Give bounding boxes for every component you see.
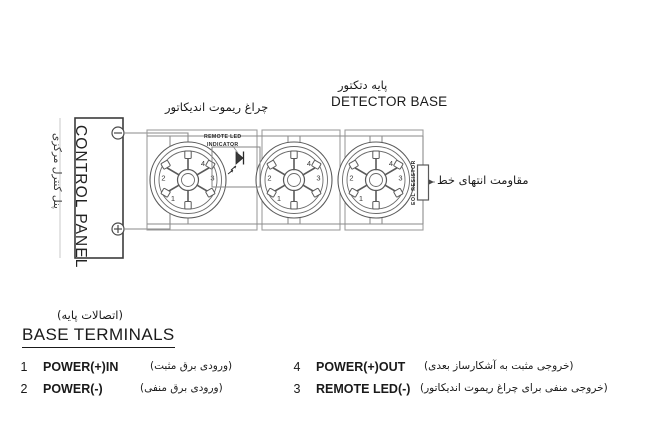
eol-resistor-symbol [416, 136, 435, 224]
legend-title-persian: (اتصالات پایه) [57, 308, 123, 322]
panel-terminal-negative [111, 126, 125, 140]
terminal-number-4: 4 [293, 360, 301, 374]
detector-base-3 [337, 141, 415, 219]
terminal-label-power-in: POWER(+)IN [43, 360, 119, 374]
terminal-label-power-negative: POWER(-) [43, 382, 103, 396]
detector-base-title-persian: پایه دتکتور [338, 78, 388, 92]
led-diode-symbol [227, 151, 245, 175]
remote-led-indicator-circuit [211, 144, 261, 188]
terminal-desc-power-negative-persian: (ورودی برق منفی) [140, 382, 223, 394]
terminal-label-power-out: POWER(+)OUT [316, 360, 406, 374]
terminal-desc-remote-led-persian: (خروجی منفی برای چراغ ریموت اندیکاتور) [420, 382, 608, 394]
eol-resistor-label-persian: مقاومت انتهای خط [437, 173, 529, 187]
terminal-desc-power-out-persian: (خروجی مثبت به آشکارساز بعدی) [424, 360, 574, 372]
legend-row: 1 POWER(+)IN (ورودی برق مثبت) 4 POWER(+)… [0, 360, 652, 380]
control-panel-label-persian: پنل کنترل مرکزی [51, 133, 63, 209]
detector-base-1 [149, 141, 227, 219]
legend-row: 2 POWER(-) (ورودی برق منفی) 3 REMOTE LED… [0, 382, 652, 402]
detector-base-2 [255, 141, 333, 219]
legend-title-english: BASE TERMINALS [22, 325, 175, 348]
remote-lamp-label-persian: چراغ ریموت اندیکاتور [165, 100, 269, 114]
terminal-label-remote-led: REMOTE LED(-) [316, 382, 411, 396]
eol-resistor-vertical-label: EOL RESISTOR [411, 160, 417, 205]
detector-base-title-english: DETECTOR BASE [331, 94, 448, 109]
remote-led-indicator-caption: REMOTE LED INDICATOR [204, 134, 242, 149]
terminal-number-1: 1 [20, 360, 28, 374]
remote-led-caption-line2: INDICATOR [207, 141, 239, 148]
panel-terminal-positive [111, 222, 125, 236]
terminal-number-3: 3 [293, 382, 301, 396]
terminal-desc-power-in-persian: (ورودی برق مثبت) [150, 360, 233, 372]
remote-led-caption-line1: REMOTE LED [204, 134, 242, 140]
terminal-number-2: 2 [20, 382, 28, 396]
control-panel-label: CONTROL PANEL [72, 125, 89, 269]
control-panel-enclosure [59, 117, 124, 259]
